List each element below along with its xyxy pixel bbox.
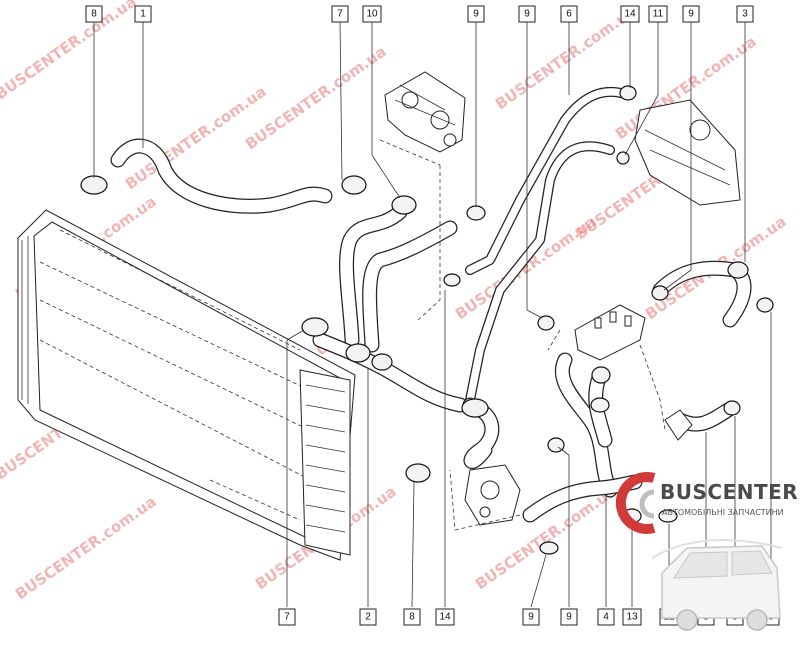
callout-9-top-b: 9 <box>518 5 536 23</box>
callout-7-bottom: 7 <box>278 608 296 626</box>
callout-label: 3 <box>742 9 748 20</box>
lower-hose <box>462 397 500 469</box>
callout-label: 9 <box>566 612 572 623</box>
callout-7-top: 7 <box>331 5 349 23</box>
thermostat-housing <box>384 71 466 153</box>
callout-label: 9 <box>473 9 479 20</box>
callout-13: 13 <box>622 608 642 626</box>
callout-label: 14 <box>439 612 451 623</box>
callout-label: 1 <box>140 9 146 20</box>
water-pump-housing <box>464 464 521 526</box>
callout-label: 9 <box>528 612 534 623</box>
callout-8-bottom: 8 <box>403 608 421 626</box>
callout-label: 9 <box>688 9 694 20</box>
callout-label: 11 <box>653 9 664 20</box>
callout-label: 9 <box>524 9 530 20</box>
callout-label: 10 <box>366 9 378 20</box>
callout-2: 2 <box>359 608 377 626</box>
callout-9-top-c: 9 <box>682 5 700 23</box>
upper-radiator-hose <box>110 138 333 214</box>
callout-14-bottom: 14 <box>435 608 455 626</box>
callout-11: 11 <box>648 5 668 23</box>
callout-label: 7 <box>284 612 290 623</box>
callout-label: 6 <box>566 9 572 20</box>
watermark-11: BUSCENTER.com.ua <box>12 492 160 603</box>
expansion-tank <box>634 99 741 206</box>
callout-label: 8 <box>409 612 415 623</box>
callout-9-top-a: 9 <box>467 5 485 23</box>
callout-8-top: 8 <box>85 5 103 23</box>
van-icon <box>651 539 783 631</box>
hose-clamps <box>80 85 774 555</box>
callout-4: 4 <box>597 608 615 626</box>
watermark-1: BUSCENTER.com.ua <box>0 0 140 103</box>
brand-logo-overlay: BUSCENTER АВТОМОБІЛЬНІ ЗАПЧАСТИНИ <box>612 470 800 656</box>
callout-label: 8 <box>91 9 97 20</box>
brand-c-logo-icon <box>615 472 656 534</box>
radiator-side-tank <box>299 369 351 556</box>
callout-label: 4 <box>603 612 609 623</box>
connector-block <box>574 304 646 361</box>
callout-14-top: 14 <box>620 5 640 23</box>
brand-tagline: АВТОМОБІЛЬНІ ЗАПЧАСТИНИ <box>662 508 784 517</box>
callout-1: 1 <box>134 5 152 23</box>
callout-3: 3 <box>736 5 754 23</box>
callout-9-bottom-b: 9 <box>560 608 578 626</box>
radiator <box>17 209 356 561</box>
projection-lines <box>379 139 666 531</box>
callout-9-bottom-a: 9 <box>522 608 540 626</box>
callout-label: 7 <box>337 9 343 20</box>
middle-hoses <box>312 204 468 413</box>
callout-label: 2 <box>365 612 371 623</box>
callout-10: 10 <box>362 5 382 23</box>
callout-label: 14 <box>624 9 636 20</box>
callout-6: 6 <box>560 5 578 23</box>
callout-label: 13 <box>626 612 638 623</box>
brand-name: BUSCENTER <box>660 480 799 504</box>
